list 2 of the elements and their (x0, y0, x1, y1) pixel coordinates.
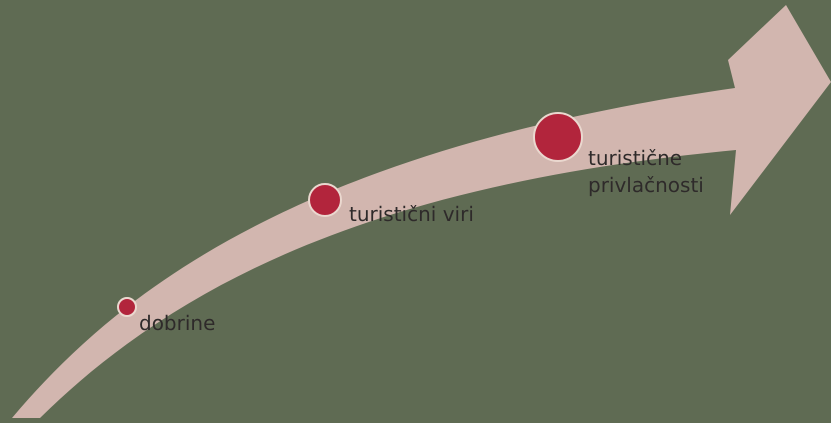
circle-marker (117, 297, 137, 317)
circle-marker (308, 183, 342, 217)
